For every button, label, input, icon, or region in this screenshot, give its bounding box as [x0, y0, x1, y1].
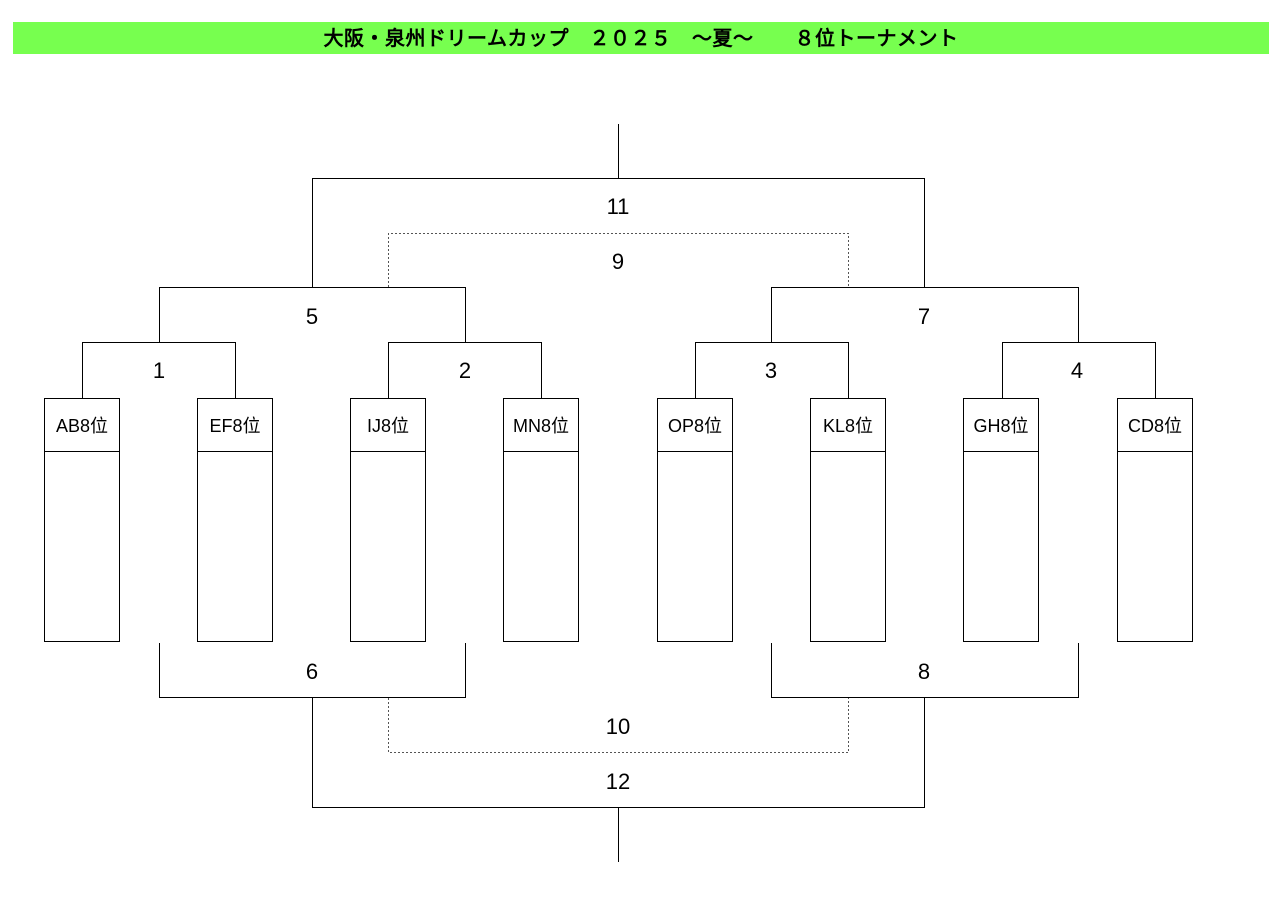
team-entry-area: [45, 452, 119, 642]
match-number-5: 5: [306, 304, 318, 329]
team-name: GH8位: [964, 399, 1038, 452]
match-number-1: 1: [153, 358, 165, 383]
bracket-line-m6: [159, 643, 466, 698]
match-number-10: 10: [606, 714, 630, 739]
match-number-9: 9: [612, 249, 624, 274]
bracket-line-m3: [695, 342, 849, 398]
match-number-3: 3: [765, 358, 777, 383]
match-number-8: 8: [918, 659, 930, 684]
bracket-line-m9: [388, 233, 849, 287]
team-box-mn: MN8位: [503, 398, 579, 642]
team-entry-area: [504, 452, 578, 642]
bracket-line-m11: [312, 178, 925, 287]
team-box-cd: CD8位: [1117, 398, 1193, 642]
team-box-ij: IJ8位: [350, 398, 426, 642]
bracket-line-m7: [771, 287, 1079, 342]
team-box-gh: GH8位: [963, 398, 1039, 642]
title-banner: 大阪・泉州ドリームカップ ２０２５ ～夏～ ８位トーナメント: [13, 22, 1269, 54]
bracket-line-m12: [312, 698, 925, 808]
team-box-kl: KL8位: [810, 398, 886, 642]
bracket-line-m5: [159, 287, 466, 342]
match-number-7: 7: [918, 304, 930, 329]
team-name: IJ8位: [351, 399, 425, 452]
bracket-line-m10: [388, 698, 849, 753]
bracket-line-m8: [771, 643, 1079, 698]
team-name: CD8位: [1118, 399, 1192, 452]
team-entry-area: [198, 452, 272, 642]
bracket-line-m1: [82, 342, 236, 398]
team-entry-area: [658, 452, 732, 642]
team-box-ab: AB8位: [44, 398, 120, 642]
team-entry-area: [964, 452, 1038, 642]
match-number-4: 4: [1071, 358, 1083, 383]
match-number-2: 2: [459, 358, 471, 383]
match-number-6: 6: [306, 659, 318, 684]
match-number-11: 11: [607, 194, 630, 219]
team-box-ef: EF8位: [197, 398, 273, 642]
bracket-line-m4: [1002, 342, 1156, 398]
team-name: EF8位: [198, 399, 272, 452]
bracket-line-m2: [388, 342, 542, 398]
team-name: OP8位: [658, 399, 732, 452]
team-entry-area: [811, 452, 885, 642]
team-entry-area: [1118, 452, 1192, 642]
team-name: KL8位: [811, 399, 885, 452]
match-number-12: 12: [606, 769, 630, 794]
team-box-op: OP8位: [657, 398, 733, 642]
team-entry-area: [351, 452, 425, 642]
team-name: MN8位: [504, 399, 578, 452]
team-name: AB8位: [45, 399, 119, 452]
